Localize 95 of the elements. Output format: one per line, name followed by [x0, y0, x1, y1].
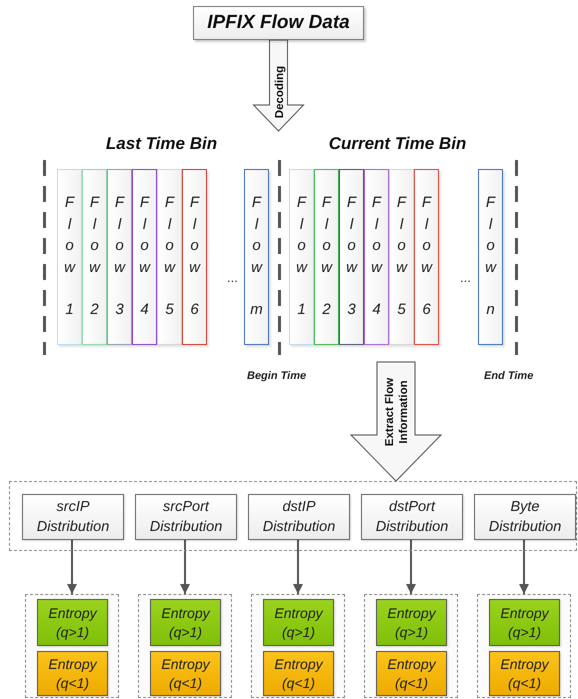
flow-index: 6 [422, 300, 431, 320]
entropy-label: Entropy (q<1) [47, 654, 98, 692]
entropy-label: Entropy (q>1) [160, 604, 212, 642]
distribution-label: srcIP Distribution [36, 498, 110, 537]
flow-index: 5 [165, 300, 174, 320]
flow-record-bar [478, 169, 503, 345]
flow-label: Flow [250, 193, 262, 278]
dashed-group-frame [477, 594, 571, 698]
time-bin-heading: Last Time Bin [104, 134, 218, 154]
entropy-box [263, 599, 334, 646]
flow-label: Flow [296, 193, 308, 278]
flow-index: 1 [297, 300, 306, 320]
distribution-box [248, 494, 350, 540]
entropy-label: Entropy (q>1) [499, 604, 550, 642]
arrow [180, 539, 190, 594]
entropy-box [37, 651, 108, 696]
flow-label: Flow [64, 193, 76, 278]
entropy-label: Entropy (q<1) [273, 654, 324, 692]
arrow [406, 539, 416, 594]
distribution-label: dstIP Distribution [262, 498, 336, 537]
arrow [67, 539, 77, 594]
edge-label: Decoding [273, 64, 287, 120]
ellipsis: ... [227, 270, 238, 285]
flow-record-bar [244, 169, 269, 345]
flow-label: Flow [396, 193, 408, 278]
entropy-label: Entropy (q>1) [273, 604, 324, 642]
flow-label: Flow [320, 193, 332, 278]
flow-index: 2 [90, 300, 99, 320]
time-marker-label: Begin Time [247, 370, 306, 382]
flow-record-bar [339, 169, 364, 345]
flow-label: Flow [346, 193, 358, 278]
flow-record-bar [364, 169, 389, 345]
flow-label: Flow [188, 193, 200, 278]
flow-label: Flow [138, 193, 150, 278]
entropy-box [150, 651, 221, 696]
entropy-box [263, 651, 334, 696]
entropy-label: Entropy (q>1) [386, 604, 438, 642]
flow-record-bar [107, 169, 132, 345]
time-marker-label: End Time [484, 370, 534, 382]
flow-label: Flow [88, 193, 100, 278]
flow-record-bar [157, 169, 182, 345]
title-box [193, 6, 364, 40]
entropy-label: Entropy (q<1) [386, 654, 438, 692]
flow-record-bar [389, 169, 414, 345]
arrow [293, 539, 303, 594]
entropy-box [489, 599, 560, 646]
entropy-box [489, 651, 560, 696]
flow-label: Flow [114, 193, 126, 278]
entropy-label: Entropy (q<1) [160, 654, 212, 692]
flow-index: 2 [322, 300, 331, 320]
entropy-box [37, 599, 108, 646]
flow-index: 5 [397, 300, 406, 320]
dashed-group-frame [251, 594, 345, 698]
arrow [519, 539, 529, 594]
entropy-box [150, 599, 221, 646]
flow-index: m [250, 300, 263, 320]
dashed-group-frame [9, 481, 577, 551]
dashed-group-frame [138, 594, 232, 698]
flow-record-bar [414, 169, 439, 345]
flow-label: Flow [484, 193, 496, 278]
flow-index: n [486, 300, 495, 320]
distribution-label: dstPort Distribution [374, 498, 450, 537]
flow-index: 1 [65, 300, 74, 320]
flow-index: 3 [347, 300, 356, 320]
distribution-box [361, 494, 463, 540]
dashed-group-frame [25, 594, 119, 698]
entropy-label: Entropy (q<1) [499, 654, 550, 692]
flow-record-bar [314, 169, 339, 345]
flow-record-bar [132, 169, 157, 345]
ellipsis: ... [460, 270, 471, 285]
flow-index: 4 [140, 300, 149, 320]
block-arrow [252, 40, 305, 132]
time-bin-heading: Current Time Bin [328, 134, 468, 154]
distribution-box [135, 494, 237, 540]
flow-label: Flow [164, 193, 176, 278]
entropy-label: Entropy (q>1) [47, 604, 98, 642]
distribution-box [474, 494, 576, 540]
flow-record-bar [82, 169, 107, 345]
distribution-label: Byte Distribution [488, 498, 562, 537]
edge-label: Extract Flow Information [383, 376, 411, 448]
flow-record-bar [182, 169, 207, 345]
entropy-box [376, 651, 447, 696]
title-text: IPFIX Flow Data [207, 12, 350, 34]
flow-record-bar [289, 169, 314, 345]
flow-index: 3 [115, 300, 124, 320]
distribution-label: srcPort Distribution [148, 498, 224, 537]
flow-record-bar [57, 169, 82, 345]
block-arrow [350, 362, 442, 482]
entropy-box [376, 599, 447, 646]
distribution-box [22, 494, 124, 540]
flow-index: 6 [190, 300, 199, 320]
flow-label: Flow [420, 193, 432, 278]
flow-index: 4 [372, 300, 381, 320]
dashed-group-frame [364, 594, 458, 698]
flow-label: Flow [370, 193, 382, 278]
